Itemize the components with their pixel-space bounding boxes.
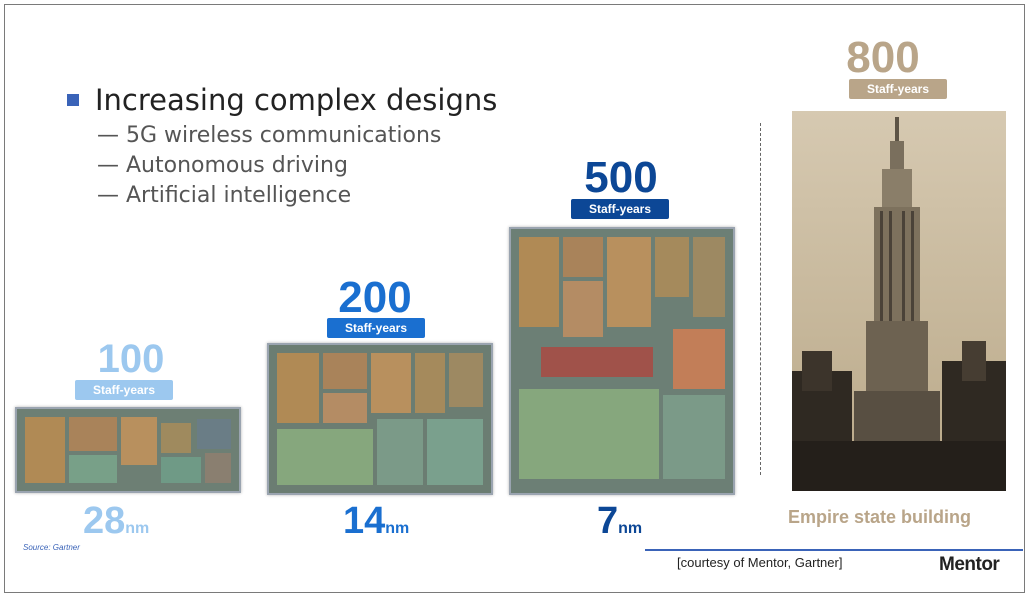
chip-die-image <box>15 407 241 493</box>
process-node-unit: nm <box>385 520 410 537</box>
sub-bullet: — 5G wireless communications <box>97 123 442 148</box>
process-node-unit: nm <box>618 520 643 537</box>
process-node-label: 28nm <box>83 500 149 543</box>
square-bullet-icon <box>67 94 79 106</box>
process-node-unit: nm <box>125 520 150 537</box>
main-bullet: Increasing complex designs <box>67 83 497 117</box>
effort-number: 200 <box>338 273 412 322</box>
sub-bullet: — Artificial intelligence <box>97 183 352 208</box>
mentor-logo: Mentor <box>939 554 1000 575</box>
process-node-label: 7nm <box>597 500 642 543</box>
process-node-value: 14 <box>343 500 386 542</box>
main-bullet-text: Increasing complex designs <box>95 83 498 117</box>
effort-number: 100 <box>97 337 165 381</box>
staff-years-badge: Staff-years <box>849 79 947 99</box>
process-node-value: 7 <box>597 500 619 542</box>
bullet-list: Increasing complex designs — 5G wireless… <box>67 83 497 211</box>
chip-die-image <box>509 227 735 495</box>
empire-state-building-image <box>792 111 1006 491</box>
source-note: Source: Gartner <box>23 543 80 552</box>
chip-die-image <box>267 343 493 495</box>
courtesy-note: [courtesy of Mentor, Gartner] <box>677 555 843 570</box>
dashed-divider <box>760 123 761 475</box>
process-node-value: 28 <box>83 500 126 542</box>
staff-years-badge: Staff-years <box>571 199 669 219</box>
sub-bullet: — Autonomous driving <box>97 153 348 178</box>
staff-years-badge: Staff-years <box>75 380 173 400</box>
effort-number: 800 <box>846 33 920 82</box>
process-node-label: 14nm <box>343 500 409 543</box>
staff-years-badge: Staff-years <box>327 318 425 338</box>
slide: Increasing complex designs — 5G wireless… <box>4 4 1025 593</box>
building-label: Empire state building <box>788 507 972 527</box>
footer-rule <box>645 549 1023 551</box>
effort-number: 500 <box>584 153 658 202</box>
